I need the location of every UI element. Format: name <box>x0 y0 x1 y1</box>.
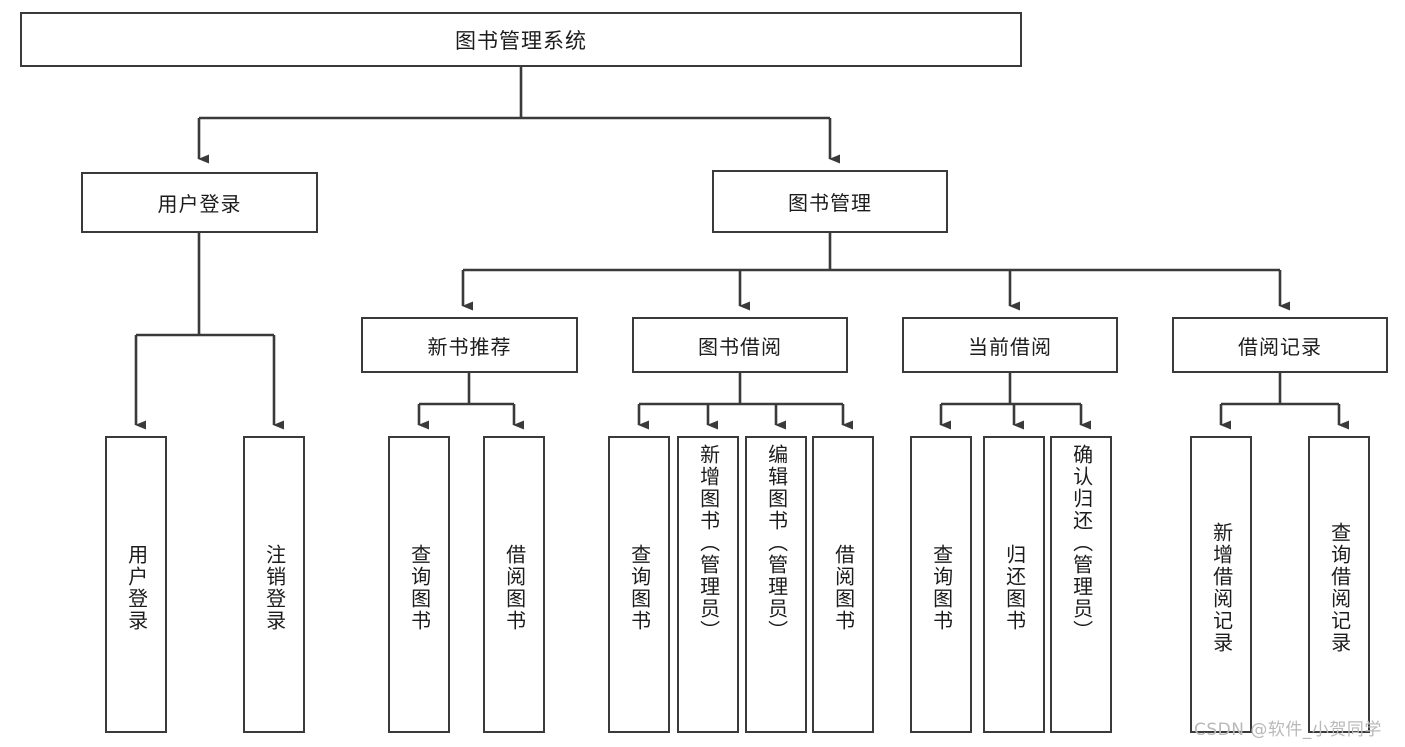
node-leaf-0[interactable]: 用户登录 <box>105 436 167 733</box>
node-label: 新增图书（管理员） <box>696 444 721 642</box>
node-label: 确认归还（管理员） <box>1069 444 1094 642</box>
node-leaf-12[interactable]: 查询借阅记录 <box>1308 436 1370 733</box>
node-label: 用户登录 <box>157 192 242 216</box>
node-label: 用户登录 <box>124 543 149 632</box>
node-label: 图书管理系统 <box>455 28 587 53</box>
node-leaf-2[interactable]: 查询图书 <box>388 436 450 733</box>
node-leaf-1[interactable]: 注销登录 <box>243 436 305 733</box>
node-label: 图书管理 <box>788 191 872 215</box>
node-level2-3[interactable]: 借阅记录 <box>1172 317 1388 373</box>
node-leaf-5[interactable]: 新增图书（管理员） <box>677 436 739 733</box>
node-leaf-3[interactable]: 借阅图书 <box>483 436 545 733</box>
node-label: 图书借阅 <box>698 334 782 359</box>
node-level2-1[interactable]: 图书借阅 <box>632 317 848 373</box>
node-label: 编辑图书（管理员） <box>764 444 789 642</box>
node-label: 查询图书 <box>407 543 432 632</box>
node-label: 查询图书 <box>929 543 954 632</box>
node-leaf-10[interactable]: 确认归还（管理员） <box>1050 436 1112 733</box>
watermark: CSDN @软件_小贺同学 <box>1194 720 1382 740</box>
node-leaf-9[interactable]: 归还图书 <box>983 436 1045 733</box>
node-level2-0[interactable]: 新书推荐 <box>361 317 578 373</box>
node-label: 当前借阅 <box>968 334 1052 359</box>
node-leaf-11[interactable]: 新增借阅记录 <box>1190 436 1252 733</box>
node-label: 借阅图书 <box>502 543 527 632</box>
node-label: 查询图书 <box>627 543 652 632</box>
node-label: 新增借阅记录 <box>1209 521 1234 654</box>
node-level1-0[interactable]: 用户登录 <box>81 172 318 233</box>
node-level2-2[interactable]: 当前借阅 <box>902 317 1118 373</box>
node-leaf-4[interactable]: 查询图书 <box>608 436 670 733</box>
node-label: 查询借阅记录 <box>1327 521 1352 654</box>
node-leaf-7[interactable]: 借阅图书 <box>812 436 874 733</box>
node-label: 借阅图书 <box>831 543 856 632</box>
node-label: 新书推荐 <box>427 334 512 359</box>
node-label: 注销登录 <box>262 543 287 632</box>
node-leaf-8[interactable]: 查询图书 <box>910 436 972 733</box>
node-root[interactable]: 图书管理系统 <box>20 12 1022 67</box>
node-level1-1[interactable]: 图书管理 <box>712 170 948 233</box>
node-label: 借阅记录 <box>1238 334 1322 359</box>
node-label: 归还图书 <box>1002 543 1027 632</box>
node-leaf-6[interactable]: 编辑图书（管理员） <box>745 436 807 733</box>
